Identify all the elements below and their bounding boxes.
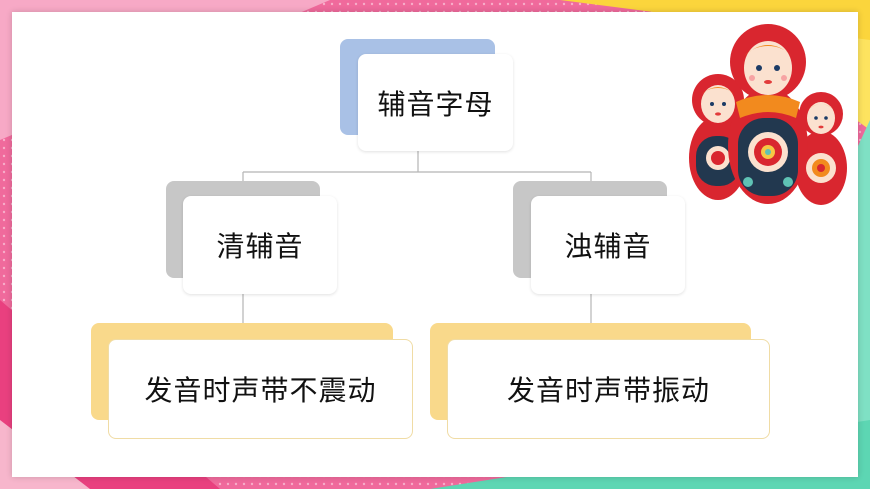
- branch-left-node: 清辅音: [183, 196, 337, 294]
- desc-right-box: 发音时声带振动: [447, 339, 770, 439]
- desc-right-text: 发音时声带振动: [506, 374, 710, 407]
- branch-right-label: 浊辅音: [564, 230, 652, 263]
- root-node: 辅音字母: [358, 54, 513, 151]
- matryoshka-dolls-icon: [689, 24, 847, 205]
- desc-left-box: 发音时声带不震动: [108, 339, 413, 439]
- matryoshka-center-icon: [728, 24, 808, 204]
- desc-left-text: 发音时声带不震动: [144, 374, 377, 407]
- branch-left-label: 清辅音: [216, 230, 304, 263]
- root-node-label: 辅音字母: [377, 87, 494, 121]
- matryoshka-right-icon: [795, 92, 847, 205]
- branch-right-node: 浊辅音: [531, 196, 685, 294]
